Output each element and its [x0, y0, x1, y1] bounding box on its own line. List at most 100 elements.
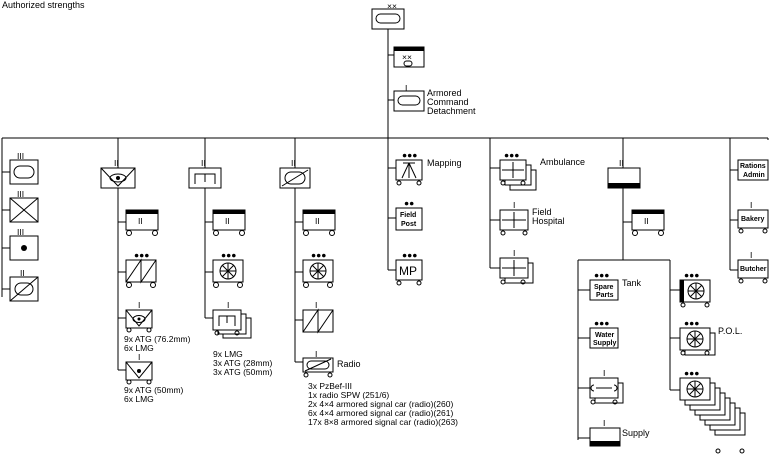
armored-command-label-3: Detachment [427, 106, 476, 116]
svg-text:I: I [227, 300, 229, 310]
butcher-label: Butcher [740, 266, 767, 273]
svg-text:I: I [315, 349, 317, 359]
butcher-company: I Butcher [730, 250, 769, 284]
water-supply-platoon: ●●● Water Supply [578, 318, 619, 349]
svg-text:II: II [619, 158, 624, 168]
svg-text:●●●: ●●● [594, 270, 609, 280]
svg-text:●●●: ●●● [402, 250, 417, 260]
medical-companies: I [490, 248, 534, 285]
field-hospital: I Field Hospital [490, 200, 565, 236]
svg-text:III: III [17, 189, 24, 199]
field-post-label-2: Post [401, 221, 417, 228]
workshop-companies: I [578, 368, 624, 405]
svg-text:●●●: ●●● [594, 318, 609, 328]
svg-text:II: II [138, 216, 143, 226]
bakery-label: Bakery [741, 216, 764, 223]
tank-regiment-symbol: III [9, 151, 39, 185]
supply-label: Supply [622, 428, 650, 438]
svg-text:II: II [315, 216, 320, 226]
svg-text:III: III [17, 151, 24, 161]
bakery-company: I Bakery [730, 200, 769, 234]
svg-text:I: I [513, 248, 515, 258]
svg-text:II: II [644, 216, 649, 226]
ambulance-label: Ambulance [540, 157, 585, 167]
antitank-light-note-1: 9x ATG (50mm) [124, 385, 184, 395]
medical-column: ●●● Ambulance I Field Hospital I [489, 138, 585, 285]
water-supply-label-2: Supply [593, 340, 616, 347]
engineer-battalion-column: II II ●●● I [188, 138, 273, 377]
antitank-heavy-note-1: 9x ATG (76.2mm) [124, 334, 191, 344]
supply-hq-company: II [623, 209, 665, 236]
field-hospital-label-1: Field [532, 207, 552, 217]
transport-columns: ●●● [670, 368, 746, 454]
signal-note-1: 3x PzBef-III [308, 381, 352, 391]
supply-column: II II ●●● Spare Parts Tank ●●● [577, 138, 746, 454]
spare-parts-label-1: Spare [594, 284, 614, 291]
svg-text:●●●: ●●● [684, 368, 699, 378]
infantry-regiment-symbol: III [9, 189, 39, 223]
recon-battalion-symbol: II [9, 268, 39, 302]
svg-text:I: I [603, 418, 605, 428]
svg-text:I: I [603, 368, 605, 378]
mapping-label: Mapping [427, 158, 462, 168]
water-supply-label-1: Water [595, 332, 614, 339]
pol-label: P.O.L. [718, 326, 742, 336]
armored-command-label-2: Command [427, 97, 469, 107]
tank-label: Tank [622, 278, 642, 288]
svg-text:●●●: ●●● [684, 318, 699, 328]
antitank-heavy-note-2: 6x LMG [124, 343, 154, 353]
supply-company: I Supply [578, 418, 650, 447]
mp-label: MP [399, 264, 417, 278]
engineer-battalion-symbol [188, 167, 222, 189]
antitank-signal-platoon: ●●● [118, 250, 157, 288]
signal-telephone-company: I [295, 300, 334, 334]
rations-label-2: Admin [743, 172, 765, 179]
signal-note-5: 17x 8×8 armored signal car (radio)(263) [308, 417, 458, 427]
antitank-company-heavy: I [118, 300, 153, 333]
svg-text:I: I [315, 300, 317, 310]
svg-text:●●●: ●●● [311, 250, 326, 260]
svg-text:II: II [114, 158, 119, 168]
svg-text:II: II [20, 268, 25, 278]
artillery-regiment-symbol: III [9, 227, 39, 261]
signal-hq-company: II [295, 209, 336, 236]
signal-battalion-column: II II ●●● I [279, 138, 458, 427]
svg-text:I: I [750, 200, 752, 210]
ambulance-platoon: ●●● Ambulance [490, 150, 585, 191]
division-staff-symbol: ×× [388, 46, 425, 68]
supply-battalion-symbol [607, 167, 641, 189]
antitank-battalion-symbol [100, 167, 136, 189]
signal-note-4: 6x 4×4 armored signal car (radio)(261) [308, 408, 453, 418]
svg-text:●●●: ●●● [134, 250, 149, 260]
svg-text:III: III [17, 227, 24, 237]
left-column: III III III II [1, 138, 39, 302]
services-column: ●●● Mapping ●● Field Post ●●● MP [387, 138, 462, 286]
field-hospital-label-2: Hospital [532, 216, 565, 226]
signal-bridge-platoon: ●●● [295, 250, 334, 288]
antitank-light-note-2: 6x LMG [124, 394, 154, 404]
pol-platoon: ●●● P.O.L. [670, 318, 742, 356]
spare-parts-label-2: Parts [596, 292, 614, 299]
svg-text:I: I [513, 200, 515, 210]
svg-text:●●●: ●●● [402, 150, 417, 160]
staff-echelon-mark: ×× [402, 52, 412, 62]
svg-text:I: I [405, 83, 407, 93]
signal-note-2: 1x radio SPW (251/6) [308, 390, 389, 400]
antitank-hq-company: II [118, 209, 159, 236]
engineer-note-2: 3x ATG (28mm) [213, 358, 273, 368]
rations-admin: Rations Admin [730, 159, 769, 181]
chart-title: Authorized strengths [2, 0, 85, 10]
engineer-companies: I [205, 300, 252, 339]
field-post: ●● Field Post [388, 198, 423, 231]
spare-parts-platoon: ●●● Spare Parts Tank [578, 270, 642, 301]
svg-text:●●: ●● [404, 198, 414, 208]
armored-command-detachment: I Armored Command Detachment [388, 83, 476, 116]
radio-label: Radio [337, 359, 361, 369]
svg-text:●●●: ●●● [504, 150, 519, 160]
svg-text:II: II [201, 158, 206, 168]
signal-radio-company: I Radio [295, 349, 361, 378]
tank-fuel-platoon: ●●● [670, 270, 711, 308]
signal-battalion-symbol [279, 167, 311, 189]
engineer-note-3: 3x ATG (50mm) [213, 367, 273, 377]
hq-echelon-mark: ×× [387, 1, 397, 11]
